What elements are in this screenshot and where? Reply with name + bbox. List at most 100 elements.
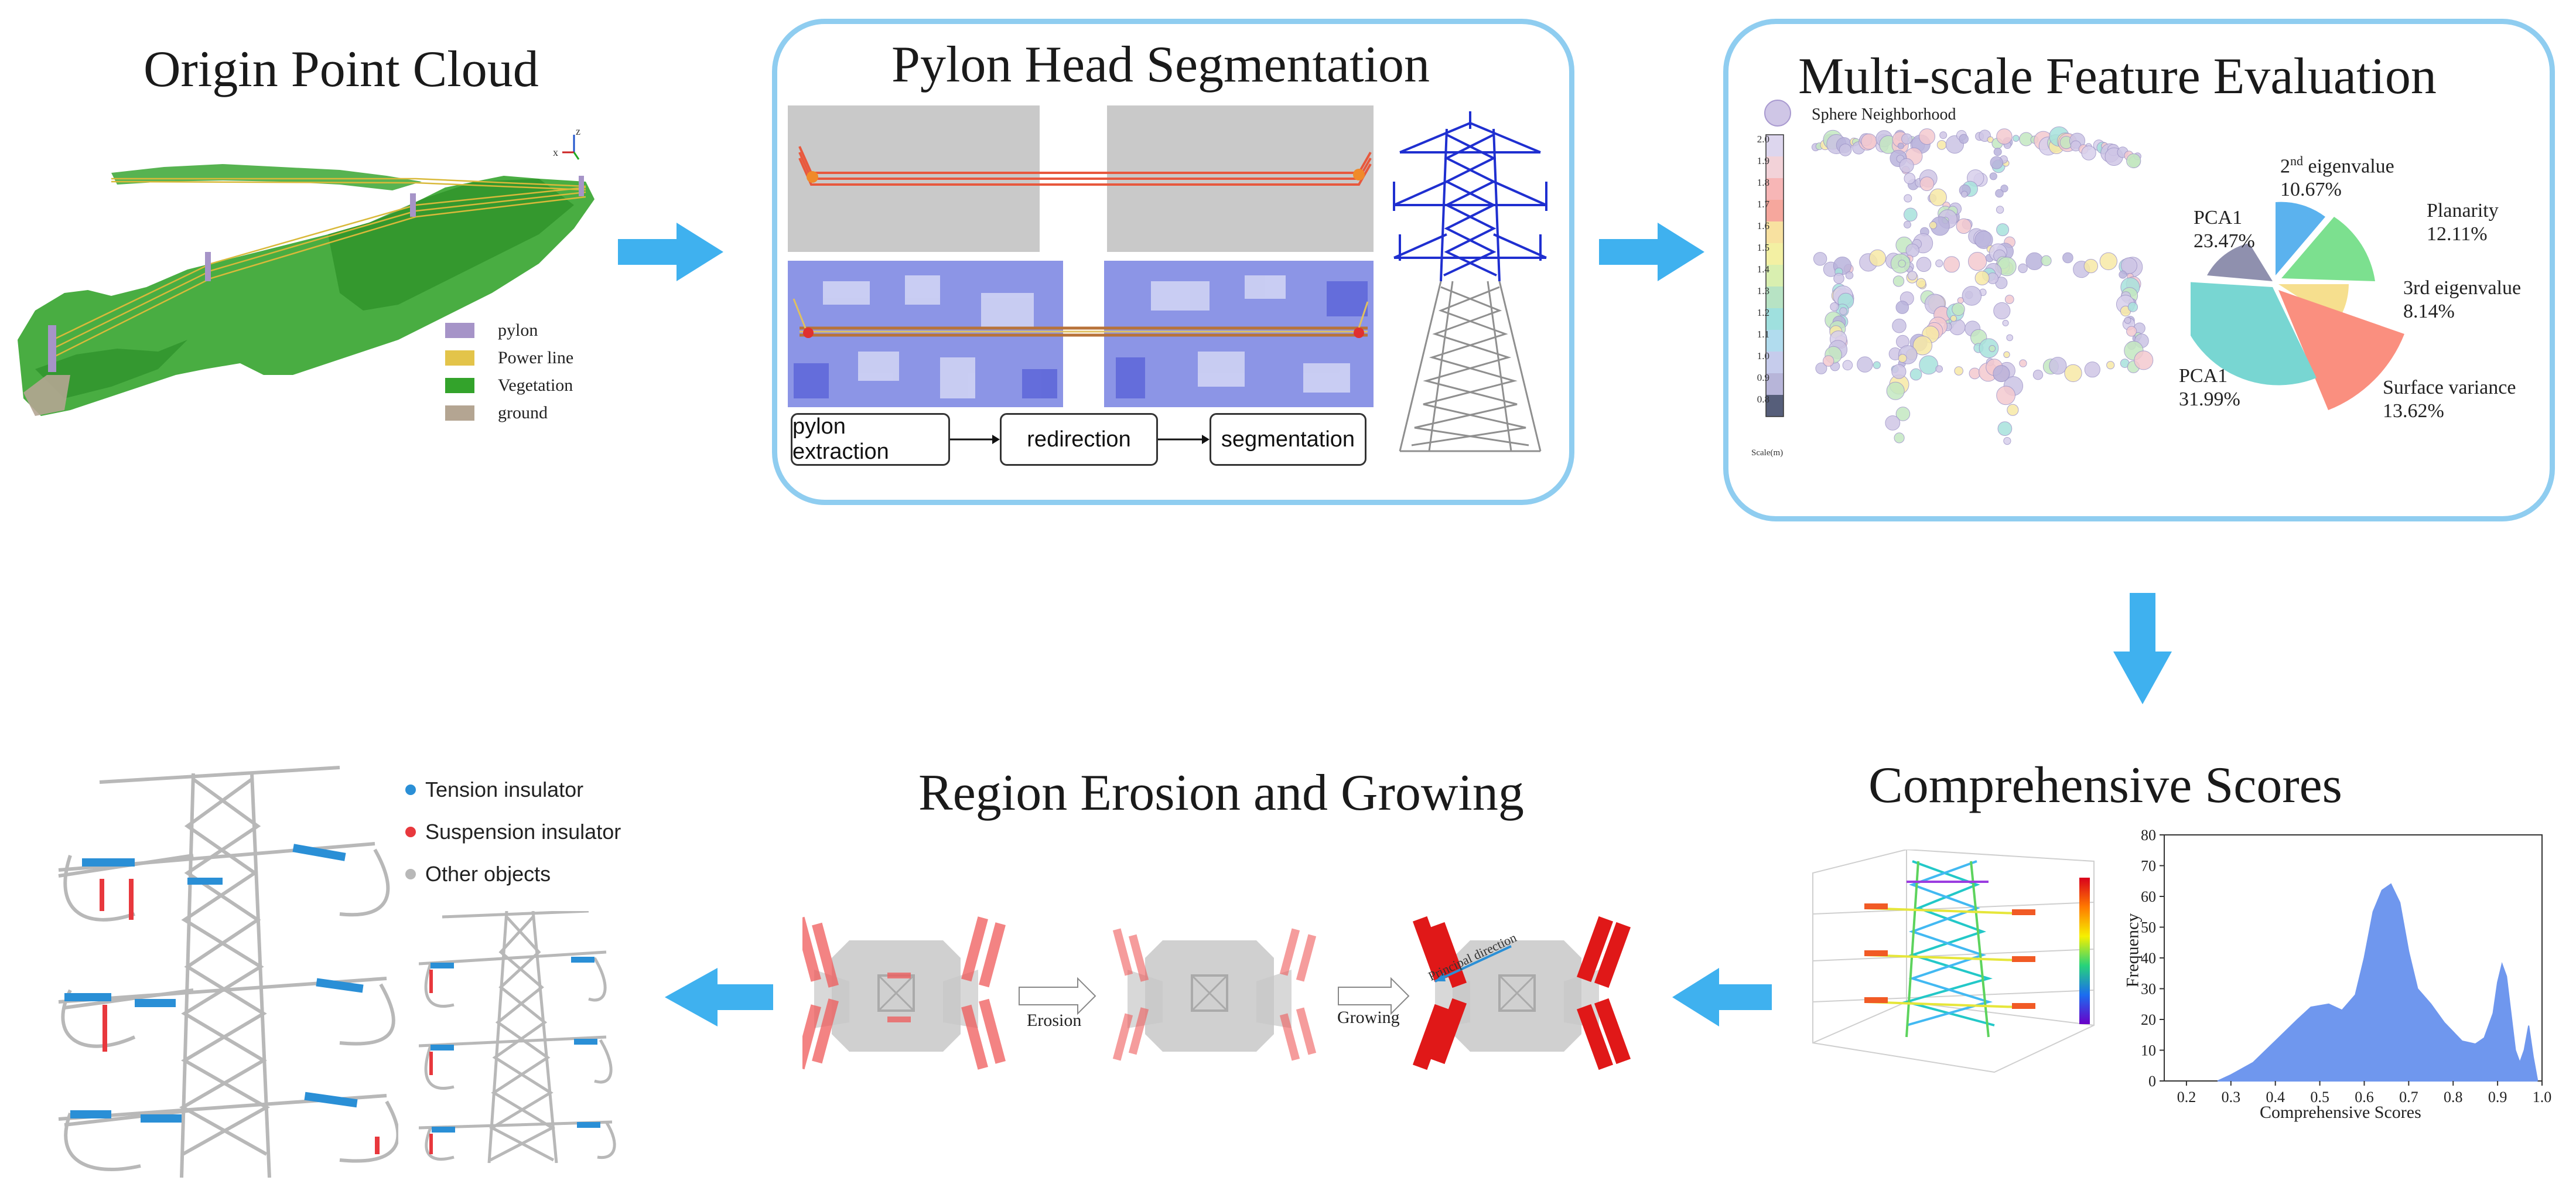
erosion-title: Region Erosion and Growing [918,765,1524,821]
neighborhood-sphere [1904,172,1916,185]
segmented-pylon-tower [1393,111,1547,452]
neighborhood-sphere [1905,243,1919,258]
neighborhood-sphere [1969,367,1981,380]
neighborhood-sphere [1904,220,1911,228]
flow-arrow-left-2 [665,968,773,1026]
neighborhood-sphere [2041,255,2052,267]
y-tick-label: 20 [2141,1011,2156,1028]
neighborhood-sphere [1961,190,1968,198]
result-pylon-large [58,766,398,1178]
neighborhood-sphere [1919,355,1939,375]
pie-slice-2nd-eigenvalue [2276,202,2325,275]
neighborhood-sphere [1935,365,1943,373]
neighborhood-sphere [1839,307,1847,316]
origin-legend: pylon Power line Vegetation ground [445,316,573,427]
neighborhood-sphere [1869,249,1886,267]
neighborhood-sphere [1815,362,1827,374]
y-tick-label: 60 [2141,888,2156,905]
x-tick-label: 0.7 [2399,1089,2418,1106]
legend-label: Suspension insulator [425,820,621,844]
neighborhood-sphere [1989,172,1997,180]
neighborhood-sphere [2002,319,2009,326]
colorbar-tick: 1.2 [1757,307,1769,318]
legend-item-tension-insulator: Tension insulator [405,769,621,811]
neighborhood-sphere [2007,404,2019,416]
neighborhood-sphere [2106,361,2115,370]
y-tick-label: 40 [2141,950,2156,967]
feature-weight-pie [2191,202,2404,410]
legend-item-vegetation: Vegetation [445,371,573,399]
neighborhood-sphere [1996,206,2004,214]
neighborhood-sphere [1956,218,1972,234]
stage-eroded [1112,928,1317,1061]
neighborhood-sphere [1891,364,1907,379]
score-color-scale [2079,878,2090,1024]
neighborhood-sphere [1894,432,1905,444]
colorbar-tick: 0.8 [1757,394,1769,405]
scores-title: Comprehensive Scores [1868,757,2342,814]
neighborhood-sphere [2124,316,2131,324]
pie-label-pct: 8.14% [2403,301,2455,322]
score-colored-pylon [1812,850,2095,1073]
neighborhood-sphere [1952,302,1965,316]
neighborhood-sphere [1839,144,1852,156]
stage-original [802,916,1006,1070]
pie-label-name: Planarity [2427,200,2499,221]
colorbar-tick: 1.6 [1757,220,1769,231]
ridge-strip [111,164,422,190]
sphere-neighborhood-cloud [1811,126,2154,445]
x-tick-label: 0.4 [2266,1089,2285,1106]
pie-slice-pca1-23 [2207,243,2273,281]
origin-point-cloud-scene: z x [18,125,595,416]
neighborhood-sphere [2004,295,2014,304]
x-tick-label: 0.9 [2488,1089,2507,1106]
flow-arrow-left-1 [1672,968,1772,1026]
pie-label-name: 2nd eigenvalue [2280,154,2394,178]
histogram-ylabel: Frequency [2123,913,2143,988]
flow-connector-2 [1158,435,1210,444]
pie-label-name: PCA1 [2194,207,2243,228]
pie-label-name: Surface variance [2383,377,2516,398]
neighborhood-sphere [1993,365,2010,383]
y-tick-label: 80 [2141,827,2156,844]
neighborhood-sphere [2032,370,2044,380]
neighborhood-sphere [1993,302,2011,320]
pie-label-pct: 10.67% [2280,179,2342,201]
neighborhood-sphere [1916,278,1926,288]
neighborhood-sphere [1959,134,1969,144]
neighborhood-sphere [1833,272,1844,284]
neighborhood-sphere [1929,188,1947,206]
neighborhood-sphere [1845,271,1854,279]
neighborhood-sphere [1919,176,1935,192]
ground-region [23,375,70,416]
colorbar-tick: 1.8 [1757,177,1769,188]
legend-dot [405,869,416,879]
flow-arrow-right-1 [618,223,723,281]
colorbar-tick: 1.4 [1757,264,1769,275]
neighborhood-sphere [1898,354,1907,363]
legend-item-other-objects: Other objects [405,853,621,895]
neighborhood-sphere [1916,257,1932,272]
legend-swatch [445,322,474,338]
legend-item-pylon: pylon [445,316,573,344]
neighborhood-sphere [2003,437,2011,445]
neighborhood-sphere [2000,185,2008,193]
neighborhood-sphere [1957,297,1964,304]
neighborhood-sphere [2126,326,2137,337]
pie-slice-planarity [2281,217,2375,281]
step-pylon-extraction: pylon extraction [791,413,950,466]
neighborhood-sphere [2064,364,2082,383]
pie-label-pct: 23.47% [2194,230,2255,252]
legend-swatch [445,377,474,393]
neighborhood-sphere [1968,252,1987,271]
neighborhood-sphere [1939,131,1948,139]
result-legend: Tension insulator Suspension insulator O… [405,769,621,895]
neighborhood-sphere [1989,345,1996,352]
neighborhood-sphere [2127,302,2138,312]
legend-dot [405,785,416,795]
neighborhood-sphere [1842,360,1853,371]
neighborhood-sphere [1974,230,1993,249]
legend-label: Tension insulator [425,777,584,801]
pie-label-surface-variance: Surface variance 13.62% [2383,376,2516,423]
power-lines [52,178,586,359]
